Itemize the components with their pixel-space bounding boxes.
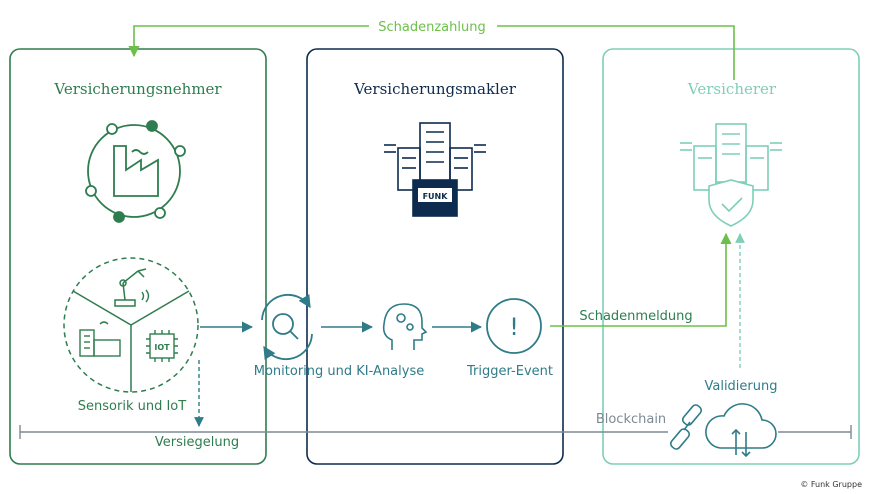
svg-text:!: ! <box>509 313 519 341</box>
copyright-label: © Funk Gruppe <box>800 480 862 489</box>
insurer-panel <box>602 48 860 465</box>
building-sensor-icon <box>79 321 121 357</box>
cloud-sync-icon <box>705 403 777 458</box>
chain-link-icon <box>669 404 703 450</box>
blockchain-line <box>19 425 852 439</box>
payment-label: Schadenzahlung <box>378 20 485 35</box>
sensors-label: Sensorik und IoT <box>78 399 186 414</box>
broker-panel <box>306 48 564 465</box>
broker-building-icon <box>384 122 486 217</box>
claim-arrow <box>550 232 732 327</box>
broker-title: Versicherungsmakler <box>353 80 517 98</box>
insurer-building-shield-icon <box>680 123 782 227</box>
sensor-cluster <box>63 257 199 393</box>
blockchain-label: Blockchain <box>596 412 666 427</box>
broker-sign-label: FUNK <box>423 192 449 201</box>
sealing-label: Versiegelung <box>155 435 239 450</box>
validation-label: Validierung <box>704 379 777 394</box>
claim-label: Schadenmeldung <box>579 309 692 324</box>
monitoring-icon <box>261 293 313 361</box>
insurer-title: Versicherer <box>687 80 777 98</box>
payment-arrow <box>128 25 735 80</box>
iot-chip-label: IOT <box>154 343 170 352</box>
trigger-event-icon: ! <box>486 298 542 354</box>
trigger-label: Trigger-Event <box>466 364 553 379</box>
monitoring-label: Monitoring und KI-Analyse <box>254 364 424 379</box>
wireless-signal-icon <box>141 289 150 303</box>
robot-arm-icon <box>114 268 147 307</box>
iot-chip-icon <box>146 330 178 362</box>
ai-head-icon <box>382 303 428 350</box>
policyholder-title: Versicherungsnehmer <box>53 80 222 98</box>
factory-icon <box>85 120 186 223</box>
